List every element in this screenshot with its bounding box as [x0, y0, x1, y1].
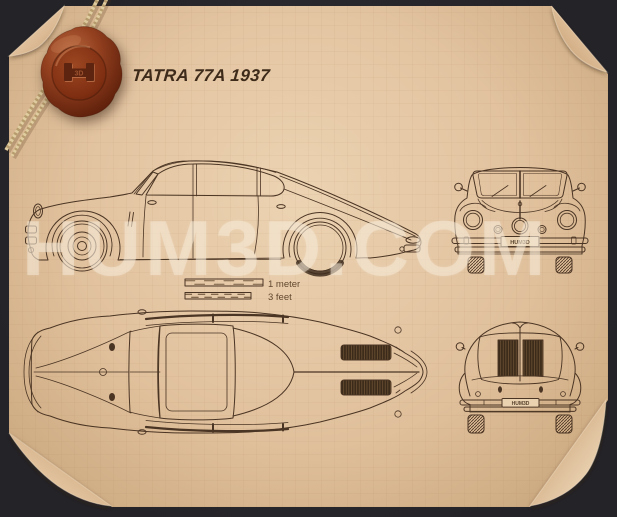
front-right-tire — [555, 256, 573, 274]
rear-engine-grille — [497, 339, 519, 377]
top-roof-panel — [157, 323, 236, 421]
side-front-wheel — [56, 220, 108, 272]
scale-bar-feet: 3 feet — [184, 292, 292, 303]
rear-left-tire — [467, 414, 485, 434]
rear-view-drawing: HUM3D — [455, 321, 585, 434]
wax-seal: 3D — [34, 24, 124, 122]
side-rear-wheel — [293, 221, 347, 277]
front-plate-text: HUM3D — [510, 240, 530, 246]
scale-label-feet: 3 feet — [268, 292, 292, 303]
top-engine-grille — [340, 344, 392, 361]
rear-plate-text: HUM3D — [512, 401, 530, 407]
rear-license-plate: HUM3D — [501, 398, 540, 408]
front-left-tire — [467, 256, 485, 274]
rear-right-tire — [555, 414, 573, 434]
front-license-plate: HUM3D — [500, 236, 540, 247]
side-headlight — [33, 203, 43, 219]
side-view-drawing — [25, 160, 422, 277]
top-engine-grille — [340, 379, 392, 396]
top-windshield — [128, 325, 161, 419]
scale-indicator: 1 meter 3 feet — [184, 278, 300, 303]
scale-label-meter: 1 meter — [268, 279, 300, 290]
rear-mirror — [455, 342, 585, 351]
scale-bar-meter: 1 meter — [184, 278, 300, 290]
front-view-drawing: HUM3D — [451, 167, 589, 274]
top-view-drawing — [23, 309, 428, 435]
door-handle — [276, 204, 286, 209]
top-rear-bumper — [410, 350, 428, 394]
door-handle — [147, 200, 157, 205]
side-front-bumper — [25, 225, 37, 254]
hum3d-seal-logo: 3D — [64, 63, 95, 82]
side-rear-bumper — [399, 236, 421, 253]
watermark-text: HUM3D.COM — [22, 204, 550, 292]
top-front-bumper — [23, 331, 42, 413]
top-mirror — [137, 309, 147, 315]
rear-engine-grille — [522, 339, 544, 377]
wiper — [491, 185, 547, 197]
front-windshield — [472, 170, 568, 199]
front-headlights — [463, 210, 577, 235]
top-mirror — [137, 429, 147, 435]
seal-logo-text: 3D — [75, 71, 84, 78]
side-mirror — [454, 182, 586, 192]
